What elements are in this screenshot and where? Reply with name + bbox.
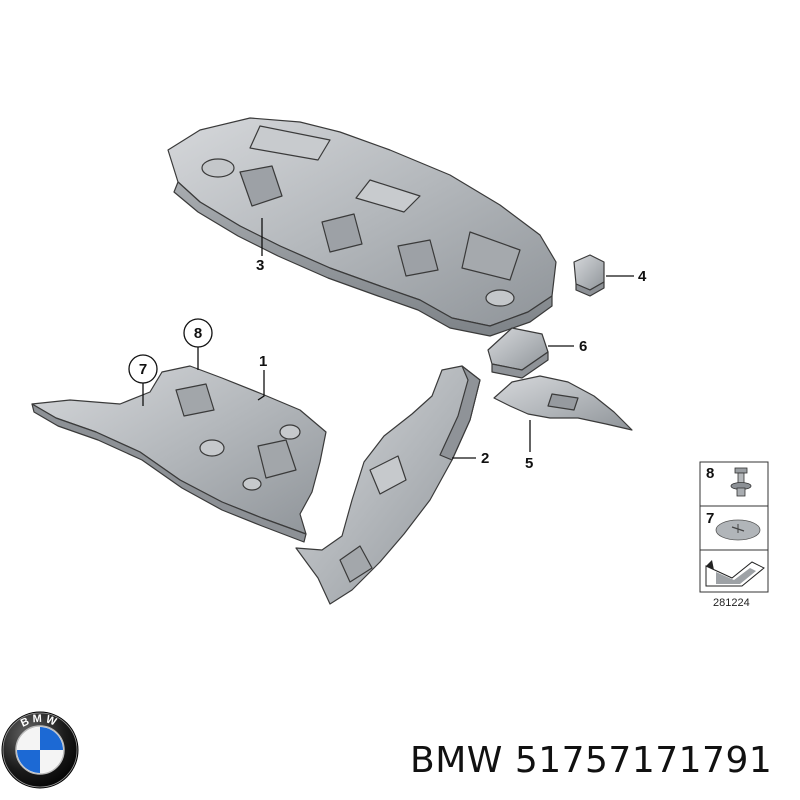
legend-label-8: 8 [706, 465, 714, 482]
callout-6: 6 [579, 338, 587, 355]
callout-8-circle [183, 318, 213, 348]
part-1-bulkhead [31, 365, 327, 543]
part-number: 51757171791 [514, 740, 773, 781]
part-6-block [487, 327, 549, 379]
reference-number: 281224 [713, 597, 750, 609]
arrow-icon [705, 560, 765, 587]
callout-2: 2 [481, 450, 489, 467]
fastener-legend: 8 7 [699, 461, 769, 593]
part-4-clip [573, 254, 605, 297]
callout-3: 3 [256, 257, 264, 274]
leader-lines [142, 218, 634, 459]
callout-1: 1 [259, 353, 267, 370]
callout-7: 7 [139, 361, 147, 378]
logo-letters: BMW [19, 713, 61, 730]
part-caption: BMW 51757171791 [410, 740, 772, 781]
legend-label-7: 7 [706, 510, 714, 527]
part-3-parcel-shelf [167, 117, 557, 337]
callout-8: 8 [194, 325, 202, 342]
callout-5: 5 [525, 455, 533, 472]
callout-4: 4 [638, 268, 647, 285]
screw-icon [730, 467, 752, 497]
bmw-logo-icon: BMW [1, 711, 79, 789]
pad-icon [715, 519, 761, 541]
part-2-side-panel [295, 365, 481, 605]
callout-7-circle [128, 354, 158, 384]
part-5-wheel-arch [493, 375, 633, 431]
brand-name: BMW [410, 740, 503, 781]
